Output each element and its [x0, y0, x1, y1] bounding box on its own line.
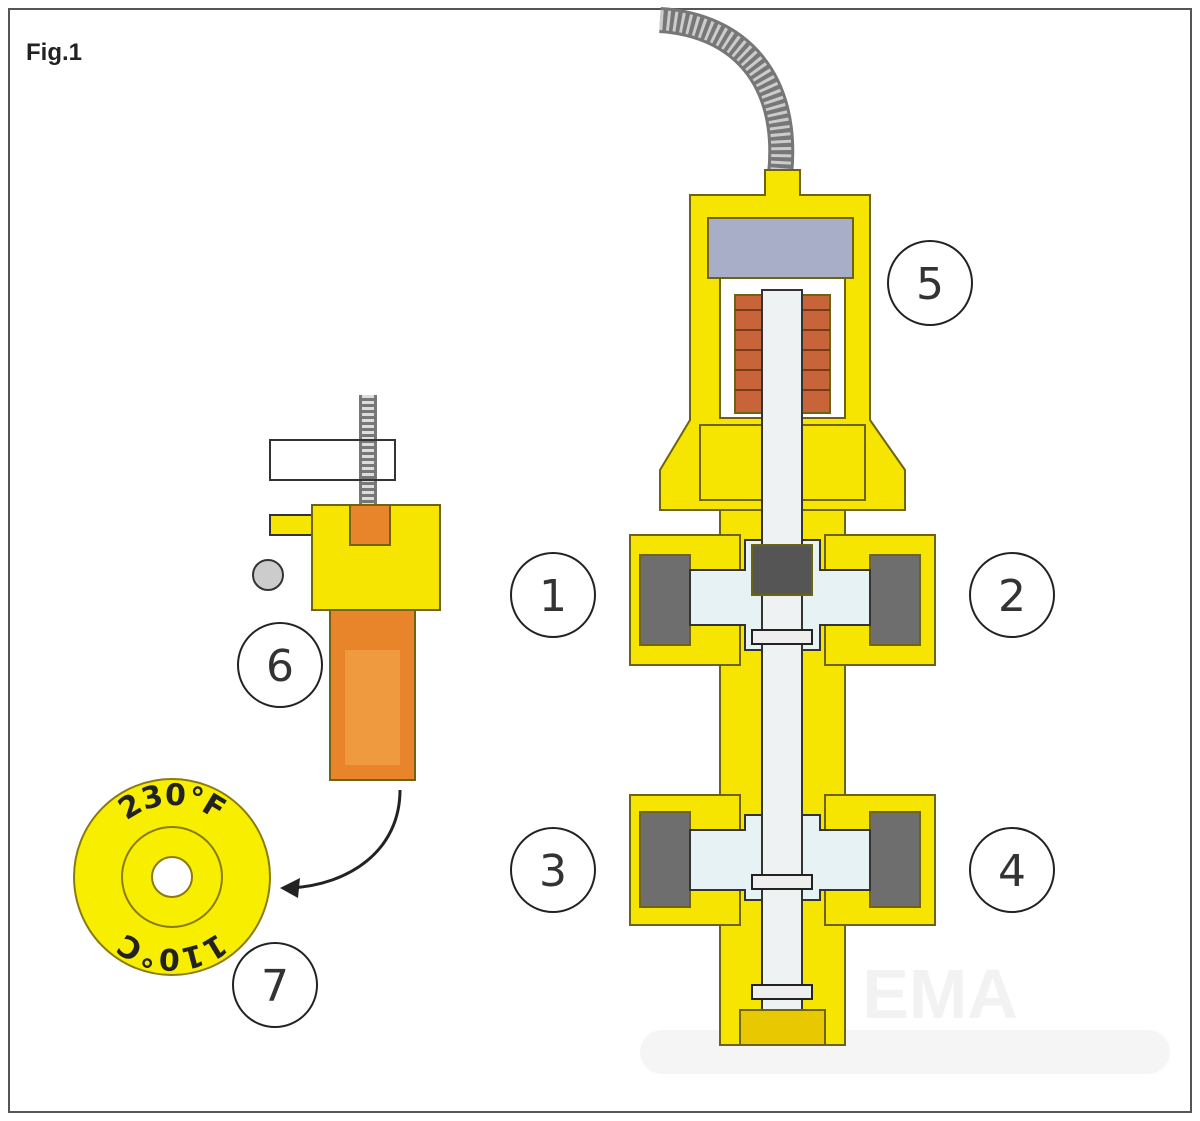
svg-text:7: 7 [261, 961, 289, 1012]
actuator-chamber [707, 217, 854, 279]
gear [751, 544, 813, 596]
port-1-thread [639, 554, 691, 646]
callout-3: 3 [510, 827, 596, 913]
three-way-valve [629, 169, 936, 1046]
arrow [289, 789, 402, 890]
sensor-clamp [252, 559, 284, 591]
callout-6: 6 [237, 622, 323, 708]
svg-text:1: 1 [539, 571, 567, 622]
port-2-thread [869, 554, 921, 646]
callout-2: 2 [969, 552, 1055, 638]
svg-text:5: 5 [916, 259, 944, 310]
temperature-disc: 230°F 110°C [73, 778, 271, 976]
figure-title: Fig.1 [26, 39, 82, 66]
arrow-head [280, 878, 300, 898]
svg-text:4: 4 [998, 846, 1026, 897]
port-3-thread [639, 811, 691, 908]
svg-text:6: 6 [266, 641, 294, 692]
watermark-text: EMA [862, 955, 1018, 1033]
callout-4: 4 [969, 827, 1055, 913]
temperature-sensor [252, 395, 441, 781]
callout-7: 7 [232, 942, 318, 1028]
svg-text:3: 3 [539, 846, 567, 897]
callout-5: 5 [887, 240, 973, 326]
svg-text:2: 2 [998, 571, 1026, 622]
valve-stem [761, 289, 803, 1026]
callout-1: 1 [510, 552, 596, 638]
port-4-thread [869, 811, 921, 908]
